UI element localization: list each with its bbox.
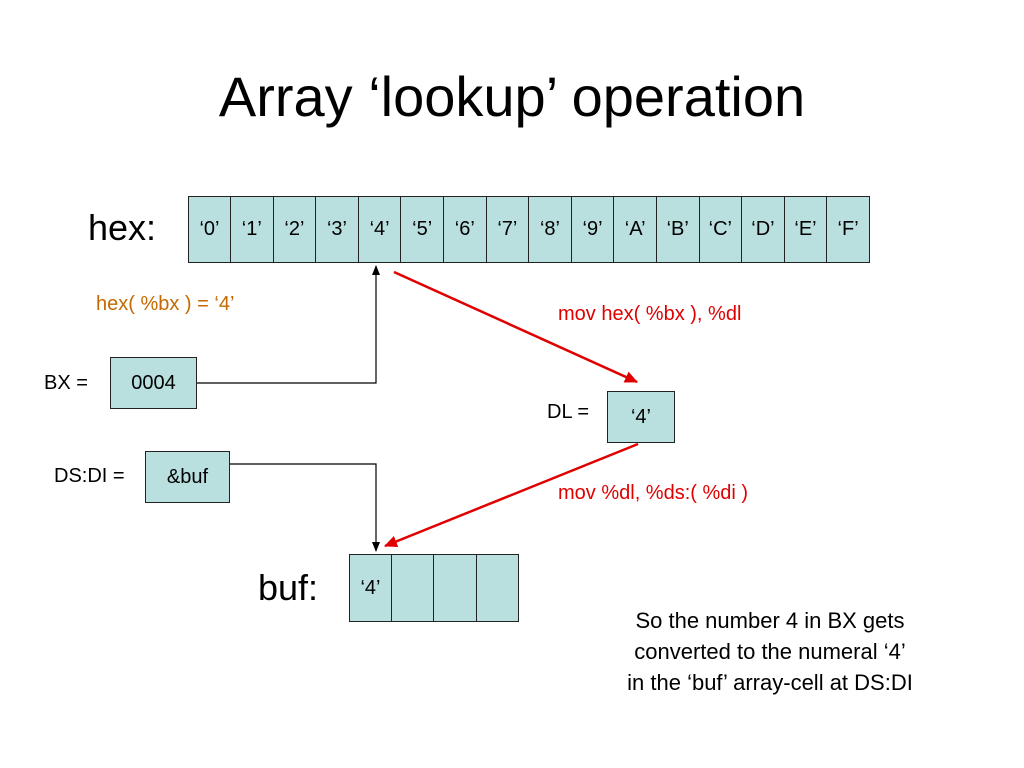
hex-array: ‘0’‘1’‘2’‘3’‘4’‘5’‘6’‘7’‘8’‘9’‘A’‘B’‘C’‘… [188,196,870,263]
hex-cell: ‘E’ [784,196,828,263]
bx-register-value: 0004 [131,371,176,394]
caption-line-2: converted to the numeral ‘4’ [634,639,906,664]
hex-cell: ‘C’ [699,196,743,263]
dl-register-box: ‘4’ [607,391,675,443]
hex-cell: ‘8’ [529,196,572,263]
page-title: Array ‘lookup’ operation [218,65,806,128]
lookup-expression: hex( %bx ) = ‘4’ [96,293,235,315]
dl-register-value: ‘4’ [630,405,651,428]
hex-cell: ‘B’ [656,196,700,263]
hex-cell: ‘2’ [273,196,317,263]
hex-cell: ‘F’ [827,196,870,263]
hex-cell: ‘7’ [486,196,530,263]
hex-cell: ‘6’ [443,196,487,263]
hex-cell: ‘3’ [316,196,359,263]
buf-cell [434,554,477,622]
buf-cell [476,554,519,622]
buf-array: ‘4’ [349,554,519,622]
hex-cell: ‘4’ [358,196,402,263]
hex-cell: ‘D’ [742,196,785,263]
store-instruction: mov %dl, %ds:( %di ) [558,482,749,504]
hex-cell: ‘A’ [614,196,657,263]
load-instruction: mov hex( %bx ), %dl [558,303,742,325]
bx-register-label: BX = [44,372,88,394]
hex-array-label: hex: [88,207,157,248]
load-arrow [393,270,638,384]
bx-index-connector [197,265,380,384]
hex-cell: ‘0’ [188,196,231,263]
bx-register-box: 0004 [110,357,197,409]
dsdi-pointer-connector [230,463,380,552]
dl-register-label: DL = [547,401,590,423]
buf-cell [392,554,435,622]
hex-cell: ‘5’ [401,196,444,263]
hex-cell: ‘1’ [231,196,274,263]
caption-line-3: in the ‘buf’ array-cell at DS:DI [627,670,913,695]
buf-array-label: buf: [258,567,319,608]
caption: So the number 4 in BX gets converted to … [560,605,980,698]
hex-cell: ‘9’ [571,196,615,263]
store-arrow [384,442,639,548]
buf-cell: ‘4’ [349,554,392,622]
dsdi-register-value: &buf [166,465,209,488]
caption-line-1: So the number 4 in BX gets [635,608,905,633]
dsdi-register-box: &buf [145,451,230,503]
dsdi-register-label: DS:DI = [54,465,125,487]
